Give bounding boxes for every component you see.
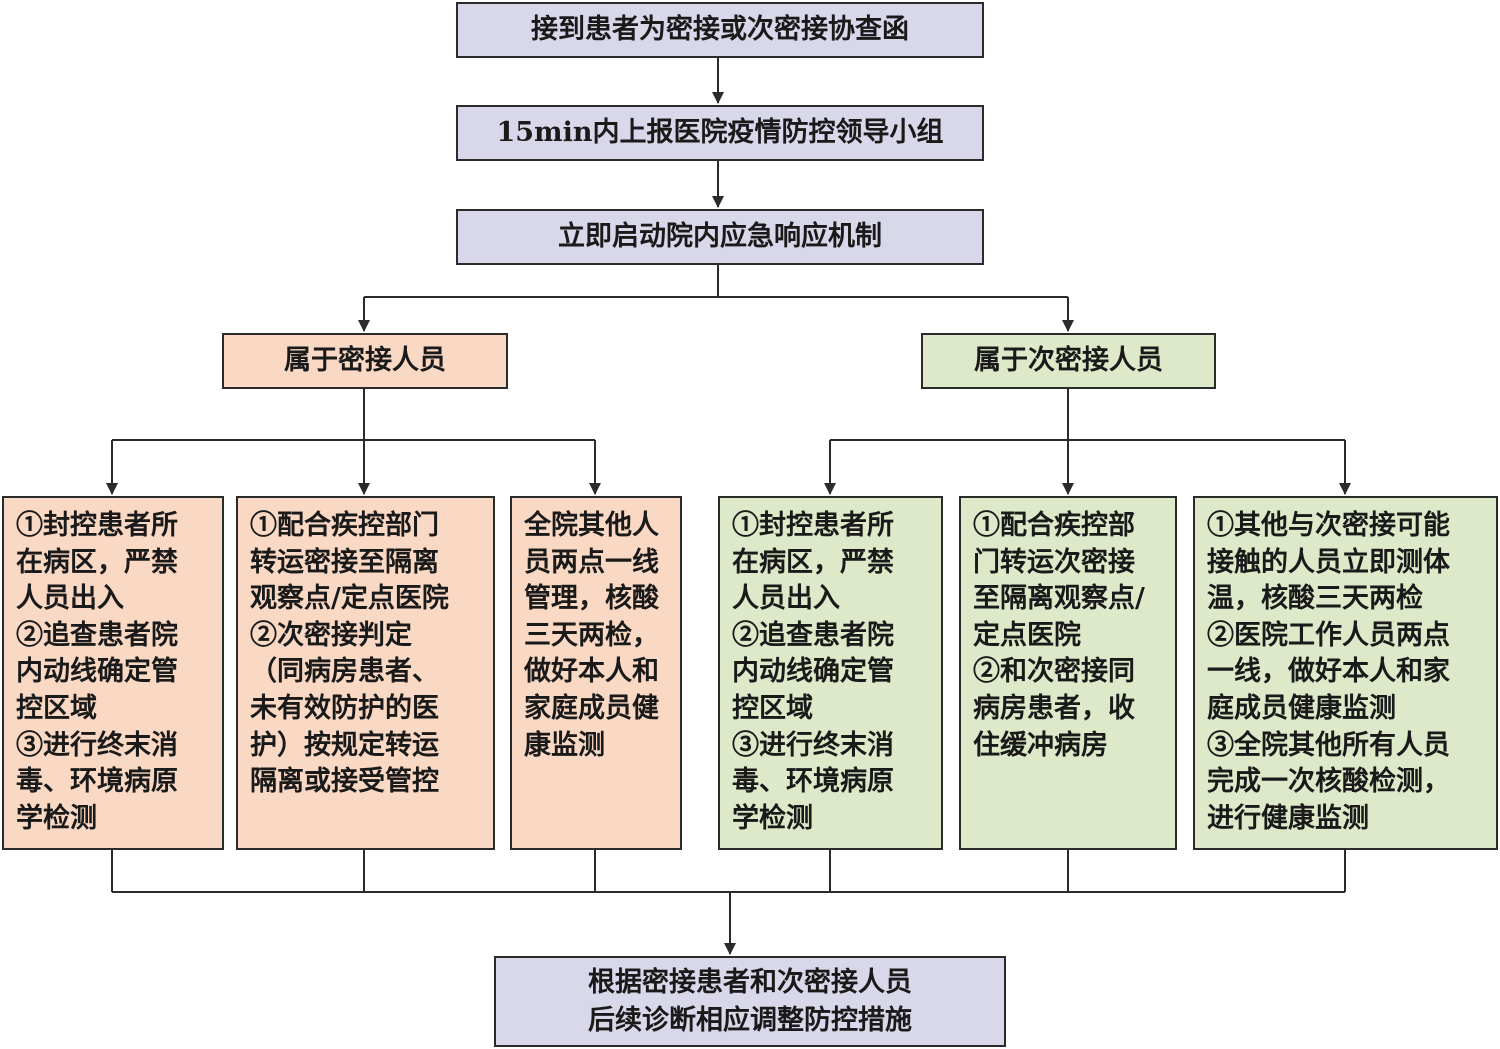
secondary-contact-measure-3: ①其他与次密接可能 接触的人员立即测体 温，核酸三天两检 ②医院工作人员两点 一… [1193, 496, 1498, 850]
secondary-contact-measure-2: ①配合疾控部 门转运次密接 至隔离观察点/ 定点医院 ②和次密接同 病房患者，收… [959, 496, 1177, 850]
step-report-leadership: 15min内上报医院疫情防控领导小组 [456, 105, 984, 161]
close-contact-measure-3: 全院其他人 员两点一线 管理，核酸 三天两检， 做好本人和 家庭成员健 康监测 [510, 496, 682, 850]
step-receive-notice: 接到患者为密接或次密接协查函 [456, 2, 984, 58]
close-contact-measure-2: ①配合疾控部门 转运密接至隔离 观察点/定点医院 ②次密接判定 （同病房患者、 … [236, 496, 495, 850]
step-adjust-measures: 根据密接患者和次密接人员 后续诊断相应调整防控措施 [494, 956, 1006, 1047]
secondary-contact-measure-1: ①封控患者所 在病区，严禁 人员出入 ②追查患者院 内动线确定管 控区域 ③进行… [718, 496, 943, 850]
branch-secondary-contact: 属于次密接人员 [921, 333, 1216, 389]
branch-close-contact: 属于密接人员 [222, 333, 508, 389]
step-start-emergency-response: 立即启动院内应急响应机制 [456, 209, 984, 265]
close-contact-measure-1: ①封控患者所 在病区，严禁 人员出入 ②追查患者院 内动线确定管 控区域 ③进行… [2, 496, 224, 850]
